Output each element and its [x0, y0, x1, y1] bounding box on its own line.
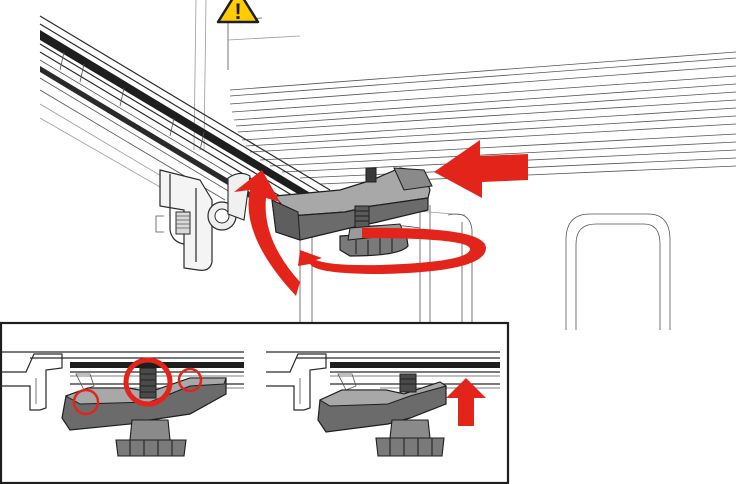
right-u-frame	[565, 213, 671, 330]
warning-triangle-icon: !	[216, 0, 260, 24]
rotate-arrow-icon	[298, 227, 486, 274]
arrow-left-icon	[434, 140, 528, 198]
highlight-circle-icon	[72, 388, 100, 416]
highlight-circle-icon	[123, 357, 173, 407]
warning-glyph: !	[234, 0, 241, 24]
detail-before	[1, 351, 244, 457]
curved-arrow-up-icon	[234, 170, 300, 296]
rail-clamp	[155, 169, 251, 271]
mount-bracket	[271, 167, 433, 257]
detail-inset	[0, 321, 510, 484]
detail-after	[266, 351, 500, 457]
arrow-up-icon	[446, 378, 486, 426]
highlight-circle-icon	[177, 367, 203, 393]
